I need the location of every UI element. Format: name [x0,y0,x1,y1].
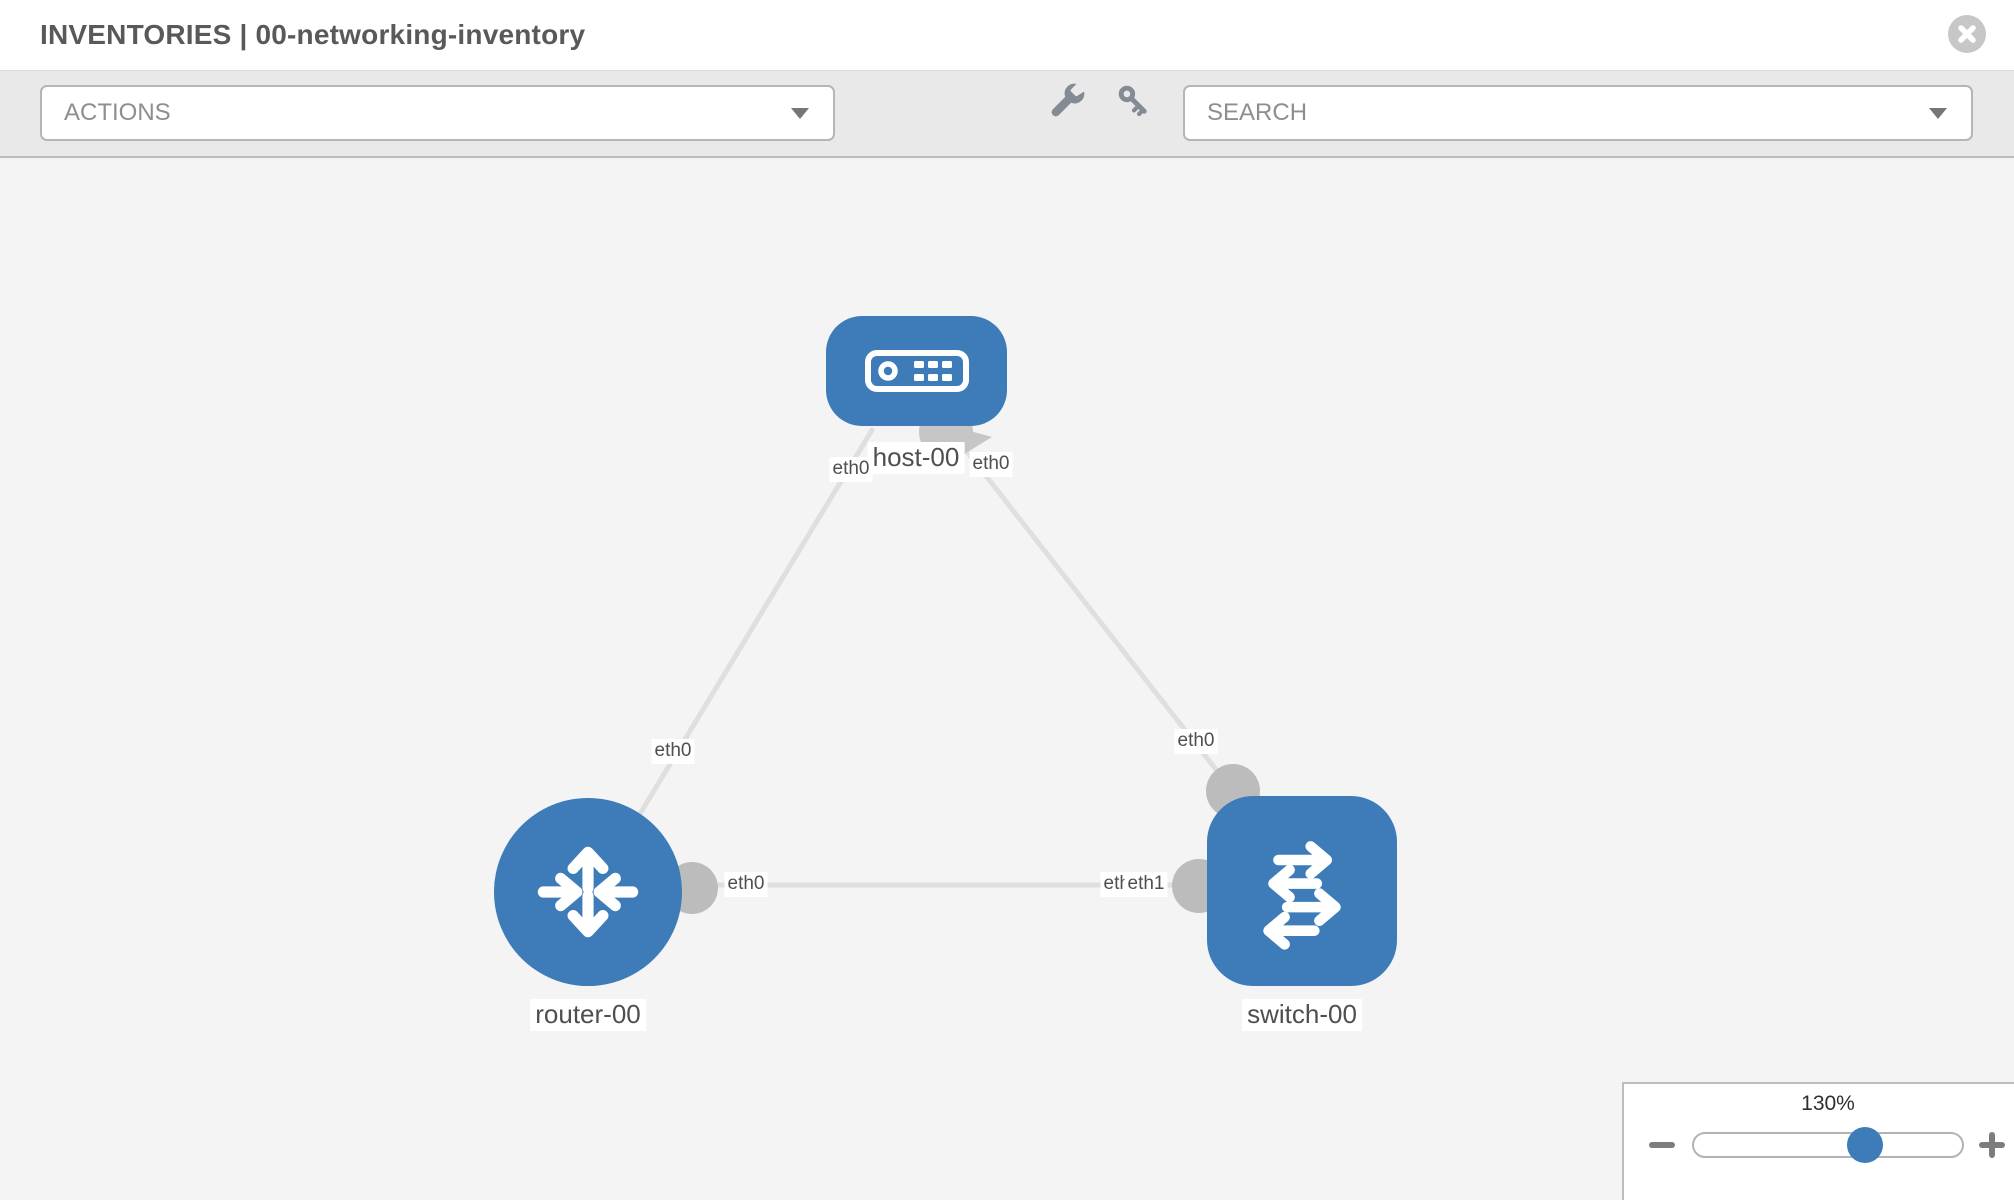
zoom-out-button[interactable] [1649,1142,1675,1148]
chevron-down-icon [1929,108,1947,119]
topology-canvas[interactable]: host-00 router-00 switch-00 eth0 eth0 et… [0,158,2014,1200]
node-label-router-00: router-00 [530,999,646,1031]
interface-label-eth0: eth0 [969,452,1013,477]
interface-label-eth1: eth1 [1124,872,1168,897]
node-label-host-00: host-00 [867,442,965,474]
close-button[interactable] [1948,15,1986,53]
node-router-00[interactable] [494,798,682,986]
actions-dropdown-label: ACTIONS [64,99,171,126]
switch-icon [1263,841,1341,950]
key-icon[interactable] [1114,81,1154,121]
actions-dropdown[interactable]: ACTIONS [40,85,835,141]
node-host-00[interactable] [826,316,1007,426]
search-dropdown[interactable]: SEARCH [1183,85,1973,141]
page-title: INVENTORIES | 00-networking-inventory [40,19,586,50]
interface-label-eth0: eth0 [829,457,873,482]
interface-label-eth0: eth0 [651,739,695,764]
link-host-router[interactable] [597,427,875,883]
zoom-panel: 130% [1622,1082,2014,1200]
search-dropdown-label: SEARCH [1207,99,1308,126]
zoom-in-button[interactable] [1979,1132,2005,1158]
interface-label-eth0: eth0 [724,872,768,897]
router-icon [537,846,639,938]
interface-label-eth0: eth0 [1174,729,1218,754]
node-switch-00[interactable] [1207,796,1397,986]
plus-icon [1989,1132,1995,1158]
zoom-slider[interactable] [1692,1132,1964,1158]
header: INVENTORIES | 00-networking-inventory [0,0,2014,71]
chevron-down-icon [791,108,809,119]
zoom-slider-handle[interactable] [1847,1127,1883,1163]
toolbar: ACTIONS SEARCH [0,71,2014,158]
topology-links-layer [597,405,1260,914]
server-icon [864,350,969,392]
node-label-switch-00: switch-00 [1242,999,1362,1031]
zoom-level: 130% [1801,1092,1855,1115]
close-icon [1958,25,1976,43]
wrench-icon[interactable] [1047,81,1087,121]
